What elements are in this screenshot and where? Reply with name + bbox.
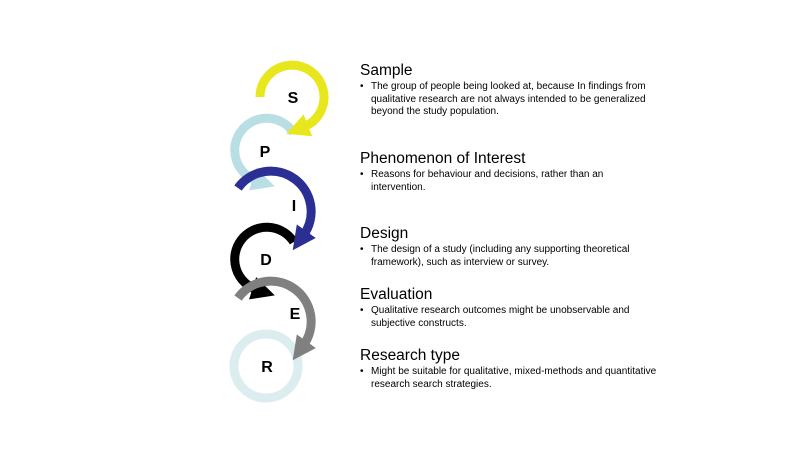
section-title: Design (360, 225, 409, 242)
bullet-list: The design of a study (including any sup… (360, 244, 660, 269)
bullet-item: The group of people being looked at, bec… (360, 81, 660, 119)
bullet-item: The design of a study (including any sup… (360, 244, 660, 269)
arc-i (234, 166, 316, 251)
bullet-item: Qualitative research outcomes might be u… (360, 305, 660, 330)
section-phenomenon: Phenomenon of Interest Reasons for behav… (360, 150, 660, 194)
ring-r (229, 329, 303, 403)
arc-d (230, 222, 298, 300)
section-research-type: Research type Might be suitable for qual… (360, 347, 660, 391)
arc-p (230, 113, 298, 191)
bullet-list: The group of people being looked at, bec… (360, 81, 660, 119)
letter-s: S (288, 90, 299, 107)
section-title: Research type (360, 347, 460, 364)
bullet-list: Reasons for behaviour and decisions, rat… (360, 169, 660, 194)
letter-r: R (261, 359, 273, 376)
bullet-item: Reasons for behaviour and decisions, rat… (360, 169, 660, 194)
section-sample: Sample The group of people being looked … (360, 62, 660, 119)
arc-s (255, 60, 329, 137)
section-evaluation: Evaluation Qualitative research outcomes… (360, 286, 660, 330)
arc-e (234, 276, 316, 361)
letter-i: I (292, 198, 296, 215)
section-design: Design The design of a study (including … (360, 225, 660, 269)
letter-p: P (260, 144, 271, 161)
bullet-list: Might be suitable for qualitative, mixed… (360, 366, 660, 391)
letter-e: E (290, 306, 301, 323)
letter-d: D (260, 252, 272, 269)
section-title: Sample (360, 62, 413, 79)
section-title: Evaluation (360, 286, 433, 303)
bullet-list: Qualitative research outcomes might be u… (360, 305, 660, 330)
section-title: Phenomenon of Interest (360, 150, 526, 167)
bullet-item: Might be suitable for qualitative, mixed… (360, 366, 660, 391)
